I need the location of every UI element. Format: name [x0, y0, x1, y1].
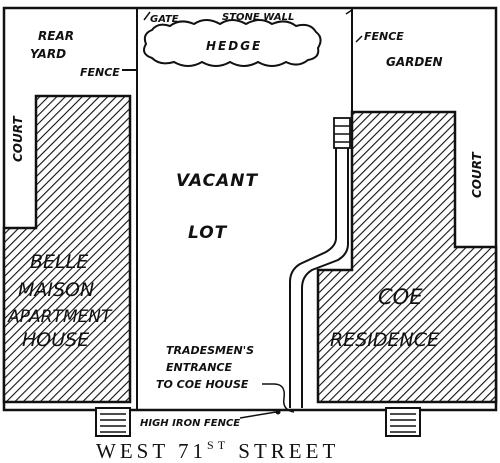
stone-wall-pointer [345, 9, 353, 15]
coe-residence-label: COE [378, 285, 423, 309]
tradesmens-path [289, 148, 337, 408]
stone-wall-label: STONE WALL [222, 12, 294, 23]
street-name-label: WEST 71ST STREET [96, 438, 339, 463]
fence-right-pointer [355, 35, 363, 43]
court-left-label: COURT [11, 116, 25, 162]
fence-left-label: FENCE [80, 66, 120, 79]
belle-maison-label: HOUSE [22, 329, 89, 351]
tradesmens-pointer [262, 383, 295, 413]
hedge-label: HEDGE [206, 39, 262, 53]
belle-maison-front-steps [95, 407, 131, 437]
belle-maison-label: BELLE [30, 251, 88, 273]
rear-yard-label: REAR [38, 29, 74, 43]
court-right-label: COURT [470, 152, 484, 198]
coe-side-stairs [333, 117, 351, 149]
tradesmens-label: TO COE HOUSE [156, 378, 249, 391]
lot-label: LOT [188, 223, 228, 243]
high-iron-fence-marker [275, 409, 281, 415]
hedge-shape [143, 19, 322, 67]
fence-right-label: FENCE [364, 30, 404, 43]
gate-pointer [143, 11, 151, 21]
tradesmens-path [301, 148, 349, 408]
belle-maison-building [2, 94, 132, 404]
coe-residence-building [316, 110, 498, 404]
belle-maison-label: APARTMENT [7, 307, 113, 327]
tradesmens-label: TRADESMEN'S [166, 344, 254, 357]
garden-label: GARDEN [386, 55, 443, 69]
high-iron-fence-pointer [239, 411, 277, 419]
belle-maison-label: MAISON [18, 279, 94, 301]
gate-label: GATE [150, 14, 179, 25]
rear-yard-label: YARD [30, 47, 66, 61]
lot-boundary [2, 6, 498, 412]
vacant-label: VACANT [176, 171, 258, 191]
high-iron-fence-label: HIGH IRON FENCE [140, 418, 240, 429]
coe-residence-front-steps [385, 407, 421, 437]
coe-residence-label: RESIDENCE [330, 329, 439, 351]
tradesmens-label: ENTRANCE [166, 361, 232, 374]
